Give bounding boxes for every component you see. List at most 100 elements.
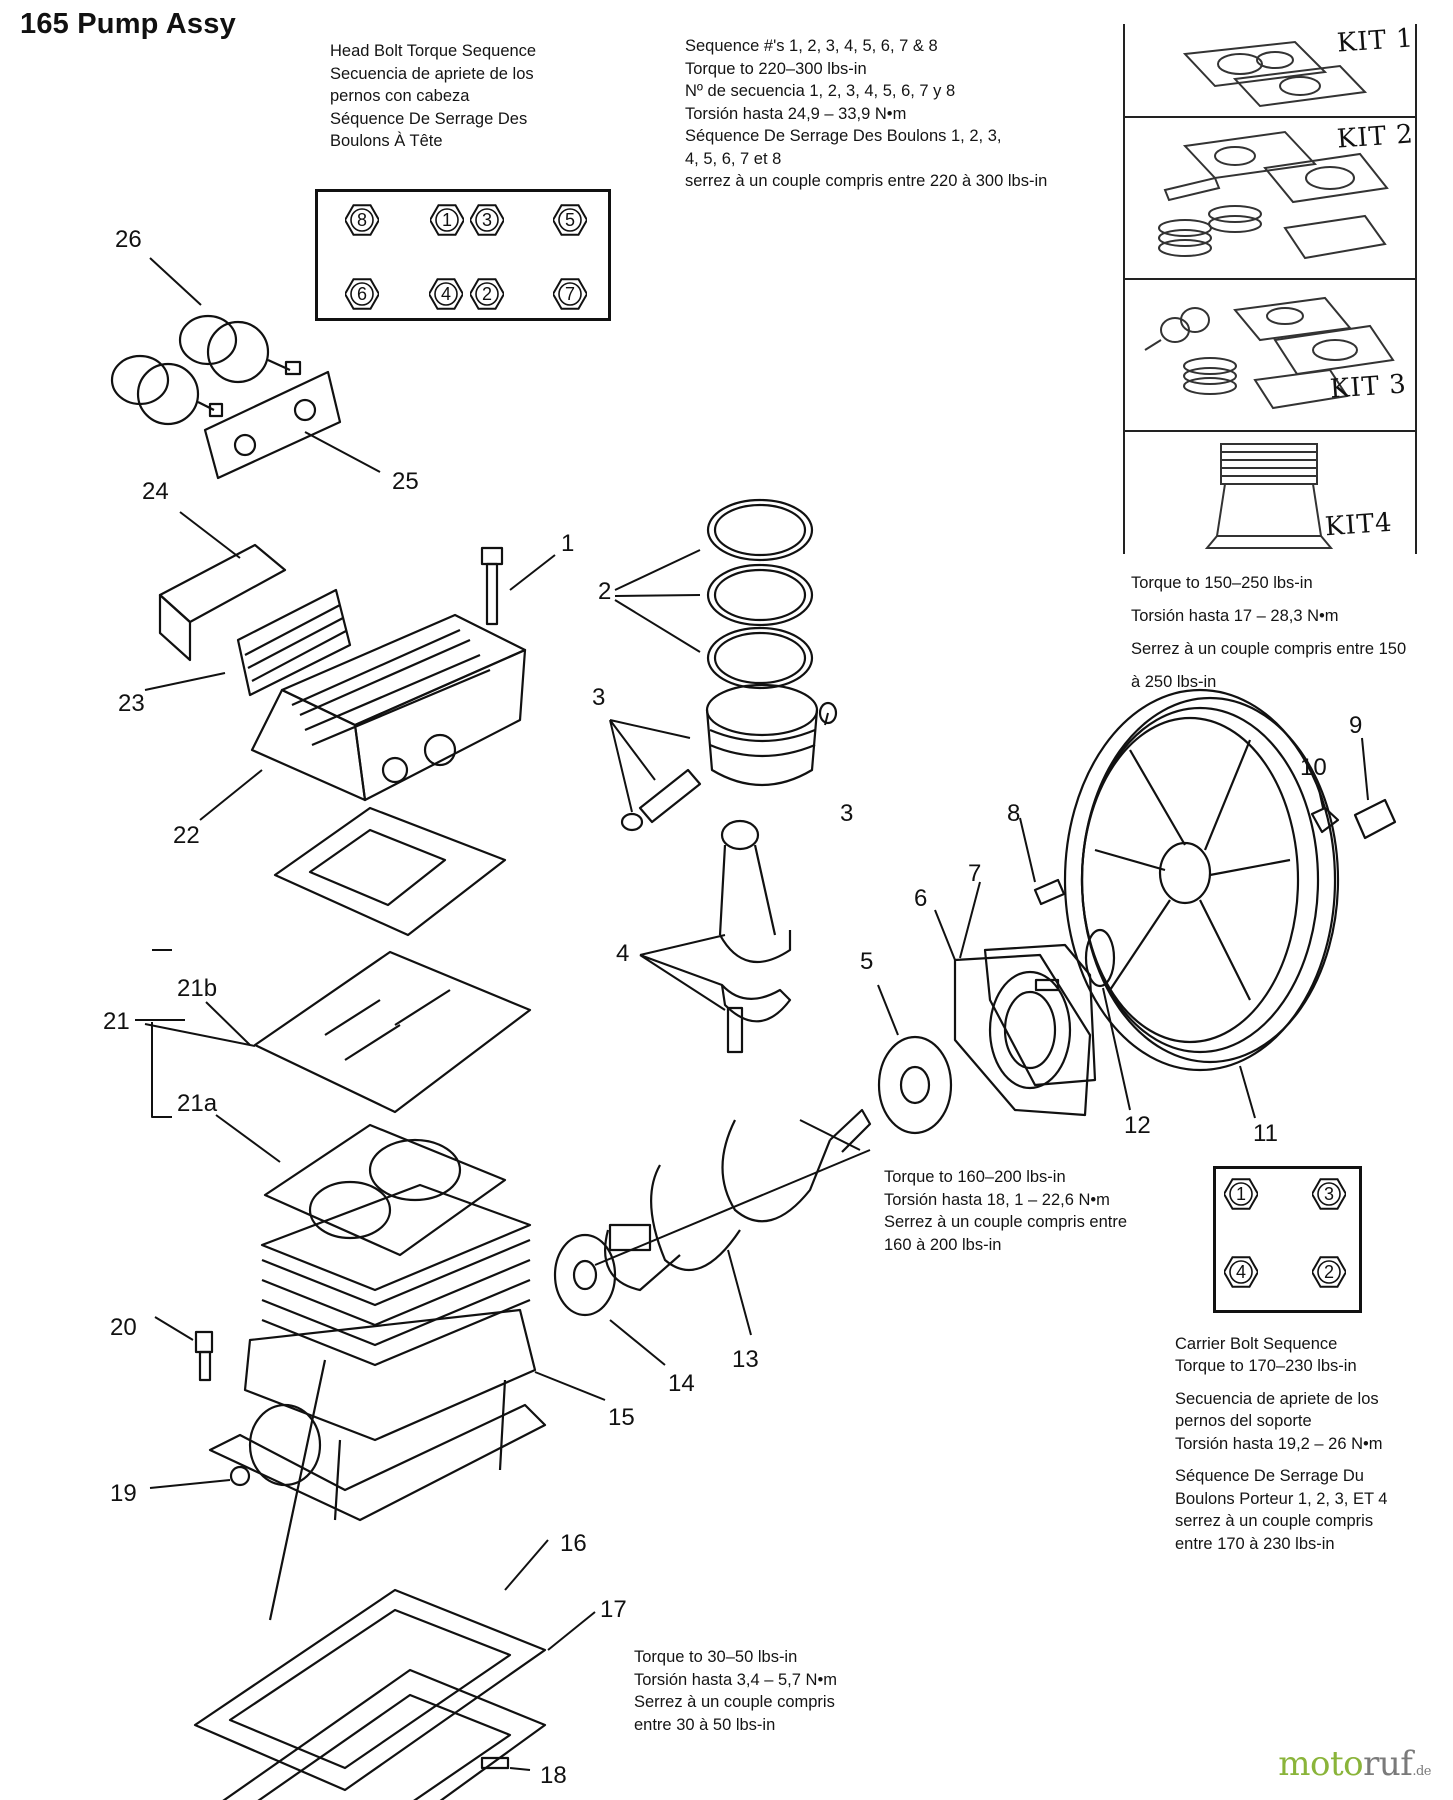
leader-lines [135, 257, 1369, 1771]
carrier-bolt-sequence-box [1213, 1166, 1362, 1313]
flywheel-illustration [1063, 688, 1340, 1072]
kit-3-valve-gasket-icon [1144, 296, 1395, 410]
bearing-carrier-illustration [953, 943, 1097, 1117]
part-callout-21b: 21b [177, 975, 218, 1002]
connecting-rod-illustration [718, 819, 792, 1054]
crankshaft-illustration [604, 1108, 872, 1292]
part-callout-4: 4 [616, 940, 630, 967]
part-callout-10: 10 [1300, 754, 1327, 781]
crankcase-illustration [208, 1183, 547, 1621]
filter-screen-illustration [158, 543, 352, 697]
hex-bolt-icon [345, 278, 379, 310]
carrier-bolt-4: 4 [1224, 1255, 1258, 1289]
head-bolt-number: 8 [356, 209, 367, 230]
head-bolt-5: 5 [553, 203, 587, 237]
carrier-bolt-number: 4 [1235, 1261, 1246, 1282]
head-bolt-number: 7 [564, 283, 575, 304]
carrier-note-spanish: Secuencia de apriete de los pernos del s… [1175, 1389, 1383, 1453]
part-callout-9: 9 [1349, 712, 1363, 739]
head-bolt-torque-note: Head Bolt Torque Sequence Secuencia de a… [330, 42, 537, 150]
intake-filter-illustration [110, 314, 342, 480]
part-callout-21a: 21a [177, 1090, 218, 1117]
head-bolt-1: 1 [430, 203, 464, 237]
hex-bolt-icon [345, 204, 379, 236]
head-sequence-torque-note: Sequence #'s 1, 2, 3, 4, 5, 6, 7 & 8 Tor… [685, 37, 1048, 190]
head-bolt-4: 4 [429, 277, 463, 311]
head-bolt-number: 5 [564, 209, 575, 230]
part-callout-8: 8 [1007, 800, 1021, 827]
part-callout-21: 21 [103, 1008, 130, 1035]
hex-bolt-icon [430, 204, 464, 236]
kit-cell-4: KIT4 [1125, 430, 1415, 556]
part-callout-22: 22 [173, 822, 200, 849]
part-callout-7: 7 [968, 860, 982, 887]
head-bolt-sequence-box [315, 189, 611, 321]
part-callout-19: 19 [110, 1480, 137, 1507]
head-bolt-number: 2 [481, 283, 492, 304]
kit-4-cylinder-icon [1204, 443, 1334, 549]
part-callout-18: 18 [540, 1762, 567, 1789]
head-bolt-8: 8 [345, 203, 379, 237]
part-callout-12: 12 [1124, 1112, 1151, 1139]
part-callout-16: 16 [560, 1530, 587, 1557]
hex-bolt-icon [553, 278, 587, 310]
part-callout-14: 14 [668, 1370, 695, 1397]
kit-1-gasket-icon [1182, 40, 1368, 108]
carrier-note-english: Carrier Bolt Sequence Torque to 170–230 … [1175, 1334, 1357, 1376]
head-bolt-number: 6 [356, 283, 367, 304]
base-bolt-illustration [480, 1756, 510, 1770]
valve-plate-illustration [253, 806, 532, 1257]
motoruf-logo: motoruf.de [1278, 1744, 1431, 1784]
carrier-bolt-number: 1 [1235, 1183, 1246, 1204]
kit-cell-1: KIT 1 [1125, 23, 1415, 114]
flywheel-bolts-illustration [1033, 798, 1397, 906]
kit-panel: KIT 1 KIT 2 [1123, 23, 1417, 556]
head-bolt-7: 7 [553, 277, 587, 311]
part-callout-20: 20 [110, 1314, 137, 1341]
bearing-seals-illustration [553, 1035, 953, 1317]
part-callout-13: 13 [732, 1346, 759, 1373]
part-callout-15: 15 [608, 1404, 635, 1431]
piston-rings-illustration [706, 498, 814, 690]
carrier-bolt-number: 2 [1323, 1261, 1334, 1282]
flywheel-torque-note: Torque to 150–250 lbs-in Torsión hasta 1… [1131, 574, 1407, 691]
part-callout-3: 3 [840, 800, 854, 827]
part-callout-17: 17 [600, 1596, 627, 1623]
head-bolt-illustration [480, 546, 504, 626]
part-callout-2: 2 [598, 578, 612, 605]
kit-cell-3: KIT 3 [1125, 278, 1415, 430]
part-callout-6: 6 [914, 885, 928, 912]
base-gasket-torque-note: Torque to 30–50 lbs-in Torsión hasta 3,4… [634, 1648, 837, 1734]
hex-bolt-icon [470, 278, 504, 310]
hex-bolt-icon [1312, 1178, 1346, 1210]
part-callout-1: 1 [561, 530, 575, 557]
carrier-bolt-1: 1 [1224, 1177, 1258, 1211]
hex-bolt-icon [1224, 1178, 1258, 1210]
hex-bolt-icon [1224, 1256, 1258, 1288]
page-title: 165 Pump Assy [20, 8, 236, 40]
part-callout-24: 24 [142, 478, 169, 505]
cylinder-head-illustration [250, 613, 527, 802]
head-bolt-3: 3 [470, 203, 504, 237]
part-callout-26: 26 [115, 226, 142, 253]
hex-bolt-icon [553, 204, 587, 236]
hex-bolt-icon [1312, 1256, 1346, 1288]
part-callout-23: 23 [118, 690, 145, 717]
kit-cell-2: KIT 2 [1125, 116, 1415, 278]
part-callout-5: 5 [860, 948, 874, 975]
part-callout-25: 25 [392, 468, 419, 495]
shaft-seal-illustration [1084, 928, 1116, 988]
head-bolt-number: 1 [441, 209, 452, 230]
carrier-bolt-2: 2 [1312, 1255, 1346, 1289]
carrier-bolt-note: Carrier Bolt Sequence Torque to 170–230 … [1175, 1310, 1435, 1555]
kit-2-gasket-ring-icon [1158, 130, 1389, 260]
head-bolt-number: 4 [440, 283, 451, 304]
crankshaft-torque-note: Torque to 160–200 lbs-in Torsión hasta 1… [884, 1168, 1128, 1254]
hex-bolt-icon [470, 204, 504, 236]
hex-bolt-icon [429, 278, 463, 310]
carrier-note-french: Séquence De Serrage Du Boulons Porteur 1… [1175, 1467, 1388, 1553]
carrier-bolt-3: 3 [1312, 1177, 1346, 1211]
head-bolt-6: 6 [345, 277, 379, 311]
base-gaskets-illustration [193, 1588, 547, 1800]
